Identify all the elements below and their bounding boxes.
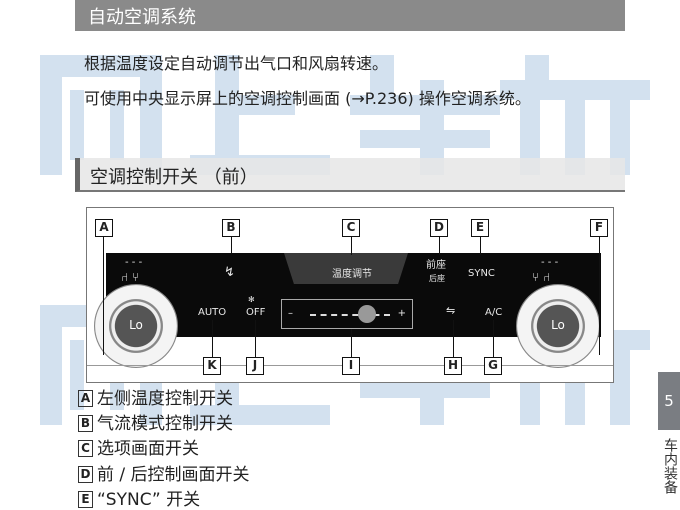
chapter-label: 车内装备 (662, 438, 678, 494)
callout-line (493, 320, 494, 357)
fan-speed-slider[interactable]: – + (281, 299, 413, 329)
callout-g: G (484, 357, 502, 375)
callout-c: C (342, 219, 360, 237)
seat-level-left: - - - (125, 257, 143, 268)
callout-h: H (444, 357, 462, 375)
callout-line (103, 237, 104, 355)
callout-a: A (95, 219, 113, 237)
callout-line (351, 329, 352, 357)
right-temp-knob[interactable]: Lo (516, 284, 600, 368)
callout-line (231, 237, 232, 253)
sync-label: SYNC (468, 268, 495, 279)
legend-key: E (78, 491, 93, 508)
seat-heater-icon: ⑁ ⑂ (121, 270, 140, 284)
chapter-tab[interactable]: 5 (658, 372, 680, 430)
legend-text: 选项画面开关 (97, 439, 199, 459)
seat-ventilation-icon: ⑂ ⑁ (532, 270, 551, 284)
front-seat-label: 前座 (426, 260, 446, 271)
callout-line (453, 320, 454, 357)
slider-thumb[interactable] (358, 305, 376, 323)
callout-line (480, 237, 481, 255)
legend-text: 前 / 后控制画面开关 (97, 465, 250, 485)
seat-level-right: - - - (541, 257, 559, 268)
auto-label: AUTO (198, 307, 227, 318)
slider-track (310, 314, 390, 316)
callout-j: J (246, 357, 264, 375)
page-title: 自动空调系统 (75, 0, 625, 31)
legend-item: E“SYNC” 开关 (78, 490, 200, 510)
callout-k: K (203, 357, 221, 375)
callout-f: F (590, 219, 608, 237)
recirculation-icon: ⇋ (446, 304, 456, 317)
plus-sign: + (397, 308, 406, 319)
right-temp-value: Lo (551, 318, 565, 332)
legend-key: A (78, 390, 93, 407)
off-label: OFF (246, 307, 266, 318)
fan-icon: ✻ (248, 295, 255, 304)
callout-line (255, 320, 256, 357)
callout-b: B (222, 219, 240, 237)
callout-line (351, 237, 352, 255)
callout-d: D (430, 219, 448, 237)
airflow-mode-icon: ↯ (224, 265, 235, 280)
callout-i: I (342, 357, 360, 375)
section-heading: 空调控制开关 （前） (75, 158, 625, 192)
center-screen-tab (284, 253, 408, 284)
ac-label: A/C (485, 307, 503, 318)
left-temp-knob[interactable]: Lo (94, 284, 178, 368)
legend-key: C (78, 440, 93, 457)
left-temp-value: Lo (129, 318, 143, 332)
callout-line (439, 237, 440, 255)
legend-text: 气流模式控制开关 (97, 414, 233, 434)
intro-paragraph: 根据温度设定自动调节出气口和风扇转速。 (84, 54, 389, 73)
legend-text: 左侧温度控制开关 (97, 389, 233, 409)
rear-seat-label: 后座 (429, 274, 445, 283)
callout-line (599, 237, 600, 355)
minus-sign: – (288, 308, 293, 319)
intro-paragraph: 可使用中央显示屏上的空调控制画面 (→P.236) 操作空调系统。 (84, 89, 531, 108)
temp-adjust-label: 温度调节 (332, 269, 372, 280)
legend-text: “SYNC” 开关 (97, 490, 201, 510)
legend-key: B (78, 415, 93, 432)
ac-control-diagram: 温度调节 - - - ⑁ ⑂ ↯ 前座 后座 SYNC - - - ⑂ ⑁ AU… (86, 207, 614, 383)
legend-key: D (78, 466, 93, 483)
callout-line (212, 320, 213, 357)
callout-e: E (471, 219, 489, 237)
